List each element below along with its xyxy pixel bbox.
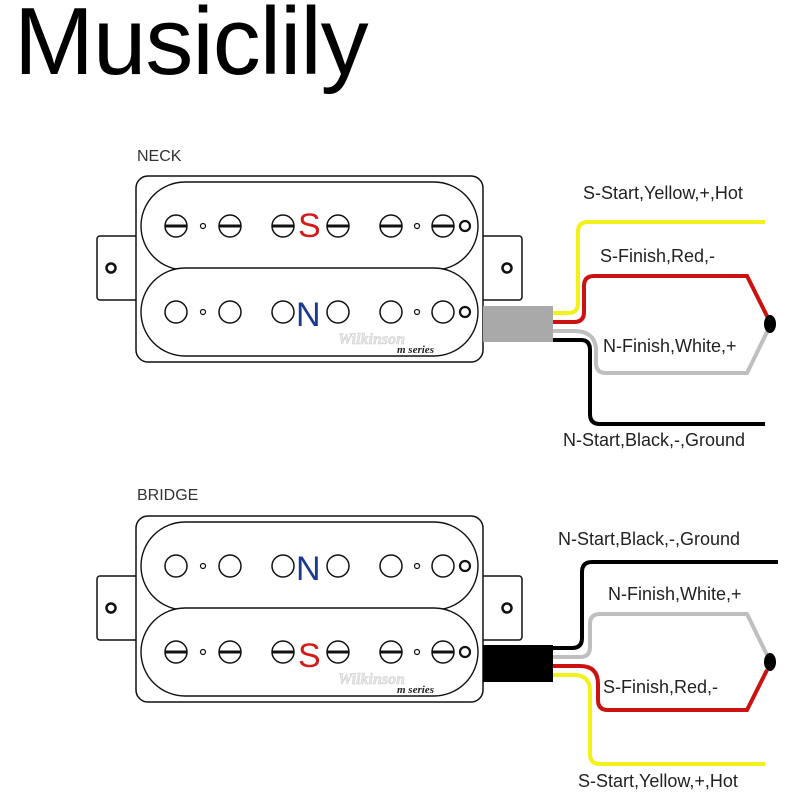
neck-solder-junction [764, 315, 776, 333]
bridge-solder-junction [764, 653, 776, 671]
neck-top-dot-2 [413, 222, 421, 230]
neck-wire-black [553, 338, 765, 426]
neck-left-mount-hole-icon [105, 262, 117, 274]
neck-bottom-dot-1 [199, 308, 207, 316]
neck-bottom-pole-5 [379, 300, 403, 324]
neck-bottom-coil [140, 267, 479, 357]
neck-top-poles [164, 214, 472, 238]
bridge-top-screw-icon [458, 559, 472, 573]
neck-top-dot-1 [199, 222, 207, 230]
bridge-bottom-dot-2 [413, 648, 421, 656]
bridge-wire-red [553, 664, 769, 712]
neck-top-screw-icon [458, 219, 472, 233]
neck-pickup-group: NECK S N Wilkinson m series S-Start,Yell… [96, 148, 776, 450]
brand-title: Musiclily [14, 0, 369, 95]
bridge-top-dot-1 [199, 562, 207, 570]
neck-label-black: N-Start,Black,-,Ground [563, 430, 745, 450]
neck-bottom-coil-letter: N [296, 296, 321, 334]
neck-right-mount-hole-icon [501, 262, 513, 274]
neck-bottom-pole-4 [326, 300, 350, 324]
bridge-pickup-group: BRIDGE N S Wilkinson m series N-Start,Bl… [96, 487, 778, 791]
bridge-label-red: S-Finish,Red,- [603, 677, 718, 697]
neck-cable [483, 306, 553, 342]
bridge-series-mark: m series [397, 684, 434, 696]
neck-bottom-pole-6 [431, 300, 455, 324]
neck-series-mark: m series [397, 344, 434, 356]
neck-wire-white [553, 329, 770, 375]
bridge-left-mount-hole-icon [105, 602, 117, 614]
neck-logo-watermark: Wilkinson [338, 331, 405, 348]
bridge-logo-watermark: Wilkinson [338, 671, 405, 688]
bridge-top-coil-letter: N [296, 550, 321, 588]
neck-bottom-dot-2 [413, 308, 421, 316]
bridge-top-poles [164, 554, 472, 578]
neck-bottom-pole-2 [218, 300, 242, 324]
neck-label-white: N-Finish,White,+ [603, 336, 737, 356]
neck-bottom-poles [164, 300, 472, 324]
bridge-label-black: N-Start,Black,-,Ground [558, 529, 740, 549]
bridge-bottom-poles [164, 640, 472, 664]
bridge-label: BRIDGE [137, 487, 198, 504]
neck-bottom-pole-3 [271, 300, 295, 324]
neck-wire-red [553, 274, 770, 324]
bridge-bottom-dot-1 [199, 648, 207, 656]
bridge-top-dot-2 [413, 562, 421, 570]
neck-bottom-screw-icon [458, 305, 472, 319]
bridge-top-pole-6 [431, 554, 455, 578]
bridge-top-pole-1 [164, 554, 188, 578]
bridge-top-pole-5 [379, 554, 403, 578]
bridge-wire-yellow [553, 673, 765, 766]
bridge-bottom-screw-icon [458, 645, 472, 659]
bridge-cable [483, 645, 553, 682]
bridge-wire-white [553, 612, 769, 659]
neck-label-red: S-Finish,Red,- [600, 246, 715, 266]
bridge-top-pole-4 [326, 554, 350, 578]
neck-wire-yellow [553, 220, 765, 315]
bridge-top-pole-2 [218, 554, 242, 578]
bridge-top-pole-3 [271, 554, 295, 578]
bridge-bottom-coil-letter: S [298, 637, 321, 675]
bridge-label-yellow: S-Start,Yellow,+,Hot [578, 771, 738, 791]
neck-bottom-pole-1 [164, 300, 188, 324]
bridge-wire-black [553, 560, 778, 650]
bridge-right-mount-hole-icon [501, 602, 513, 614]
neck-label: NECK [137, 148, 182, 165]
neck-top-coil-letter: S [298, 207, 321, 245]
bridge-label-white: N-Finish,White,+ [608, 584, 742, 604]
bridge-bottom-coil [140, 607, 479, 697]
neck-label-yellow: S-Start,Yellow,+,Hot [583, 183, 743, 203]
